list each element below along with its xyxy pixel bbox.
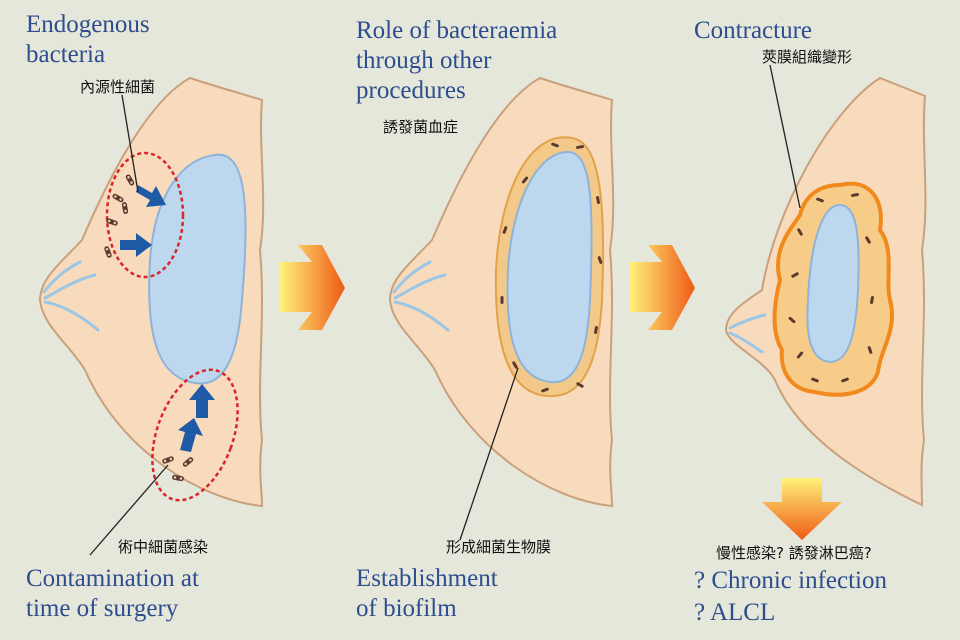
milk-duct-icon: [42, 260, 100, 332]
panel-endogenous: Endogenous bacteria 內源性細菌 術中細菌感染 Contami…: [26, 11, 265, 622]
caption-zh: 慢性感染? 誘發淋巴癌?: [716, 544, 872, 562]
breast-implant: [148, 153, 247, 385]
caption-line: ? ALCL: [694, 599, 775, 626]
caption-line: of biofilm: [356, 595, 457, 622]
panel-contracture: Contracture 莢膜組織變形 慢性感染? 誘發淋巴癌? ? Chroni…: [694, 17, 927, 626]
caption-zh: 形成細菌生物膜: [446, 538, 551, 556]
panel-title-line: Endogenous: [26, 11, 150, 38]
panel-title-zh: 內源性細菌: [80, 78, 155, 96]
panel-title-line: Role of bacteraemia: [356, 17, 557, 44]
leader-line: [89, 464, 169, 556]
caption-zh: 術中細菌感染: [118, 538, 208, 556]
caption-line: Establishment: [356, 565, 498, 592]
milk-duct-icon: [392, 260, 450, 332]
breast-implant: [506, 150, 593, 384]
down-arrow-icon: [762, 478, 842, 540]
milk-duct-icon: [728, 313, 767, 354]
leader-line: [121, 94, 139, 193]
breast-implant: [806, 203, 860, 364]
panel-title-line: through other: [356, 47, 492, 74]
panel-title-zh: 莢膜組織變形: [762, 48, 852, 66]
progression-arrow-icon: [630, 245, 695, 330]
infection-zone-lower: [151, 368, 239, 502]
migration-arrow-icons: [120, 185, 215, 452]
caption-line: time of surgery: [26, 595, 179, 622]
caption-line: Contamination at: [26, 565, 199, 592]
infection-zone-upper: [105, 151, 185, 279]
caption-line: ? Chronic infection: [694, 567, 887, 594]
panel-title-line: procedures: [356, 77, 466, 104]
progression-arrow-icon: [280, 245, 345, 330]
panel-title-zh: 誘發菌血症: [383, 118, 458, 136]
panel-bacteraemia: Role of bacteraemia through other proced…: [356, 17, 615, 622]
leader-line: [769, 64, 801, 209]
panel-title-line: bacteria: [26, 41, 105, 68]
panel-title-line: Contracture: [694, 17, 812, 44]
leader-line: [459, 367, 519, 541]
